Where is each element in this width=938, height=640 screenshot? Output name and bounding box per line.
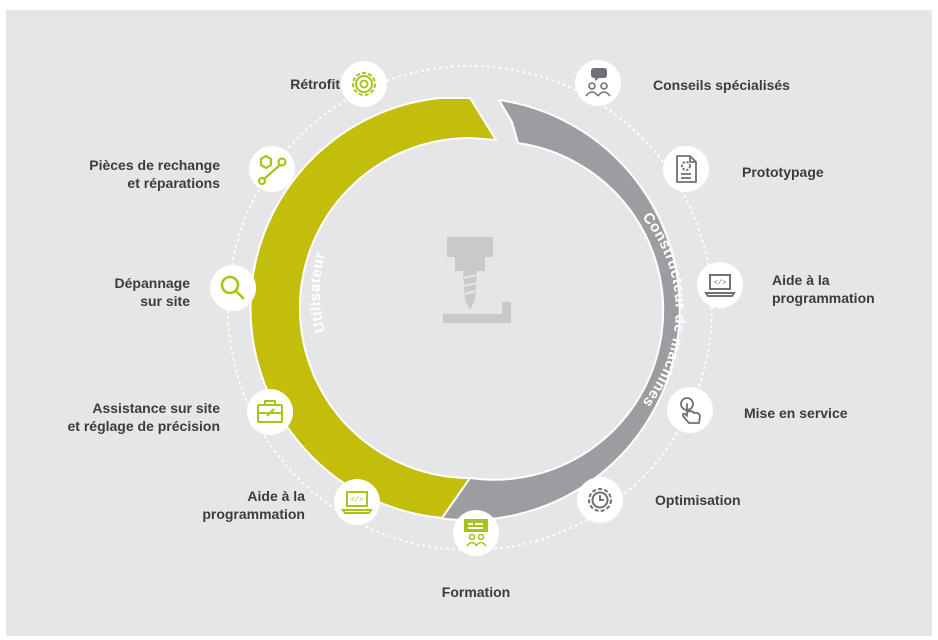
svg-text:</>: </> bbox=[714, 280, 727, 288]
people-chat-icon bbox=[585, 68, 611, 97]
drill-flutes bbox=[463, 274, 477, 295]
magnifier-icon bbox=[220, 275, 245, 300]
label-onsite-assistance: Assistance sur site et réglage de précis… bbox=[67, 400, 221, 434]
retrofit-icon-circle[interactable] bbox=[341, 61, 387, 107]
programming-user-icon-circle[interactable]: </> bbox=[334, 479, 380, 525]
label-optimisation: Optimisation bbox=[655, 492, 741, 508]
label-training: Formation bbox=[441, 584, 511, 600]
optimisation-icon-circle[interactable] bbox=[577, 477, 623, 523]
commissioning-icon-circle[interactable] bbox=[667, 387, 713, 433]
label-retrofit: Rétrofit bbox=[290, 76, 340, 92]
document-gear-icon bbox=[676, 155, 697, 183]
label-spare-parts: Pièces de rechange et réparations bbox=[89, 157, 220, 191]
label-commissioning: Mise en service bbox=[744, 405, 848, 421]
label-programming-user: Aide à la programmation bbox=[202, 488, 305, 522]
milling-machine-icon bbox=[443, 237, 511, 323]
user-arc-label: Utilisateur bbox=[307, 250, 329, 334]
label-programming-builder: Aide à la programmation bbox=[772, 272, 875, 306]
touch-hand-icon bbox=[680, 397, 701, 424]
prototyping-icon-circle[interactable] bbox=[663, 146, 709, 192]
svg-text:</>: </> bbox=[351, 497, 364, 505]
training-icon-circle[interactable] bbox=[453, 510, 499, 556]
label-prototyping: Prototypage bbox=[742, 164, 824, 180]
label-troubleshooting: Dépannage sur site bbox=[114, 275, 190, 309]
presentation-board-icon bbox=[464, 519, 488, 547]
laptop-code-icon: </> bbox=[704, 274, 736, 297]
gear-icon bbox=[352, 72, 376, 96]
toolbox-icon bbox=[257, 400, 283, 423]
laptop-code-icon: </> bbox=[341, 491, 373, 514]
expert-advice-icon-circle[interactable] bbox=[575, 60, 621, 106]
spare-parts-icon-circle[interactable] bbox=[249, 146, 295, 192]
label-expert-advice: Conseils spécialisés bbox=[653, 77, 790, 93]
onsite-assistance-icon-circle[interactable] bbox=[247, 389, 293, 435]
gear-clock-icon bbox=[588, 488, 612, 512]
programming-builder-icon-circle[interactable]: </> bbox=[697, 262, 743, 308]
troubleshooting-icon-circle[interactable] bbox=[210, 265, 256, 311]
wrench-icon bbox=[257, 154, 287, 186]
